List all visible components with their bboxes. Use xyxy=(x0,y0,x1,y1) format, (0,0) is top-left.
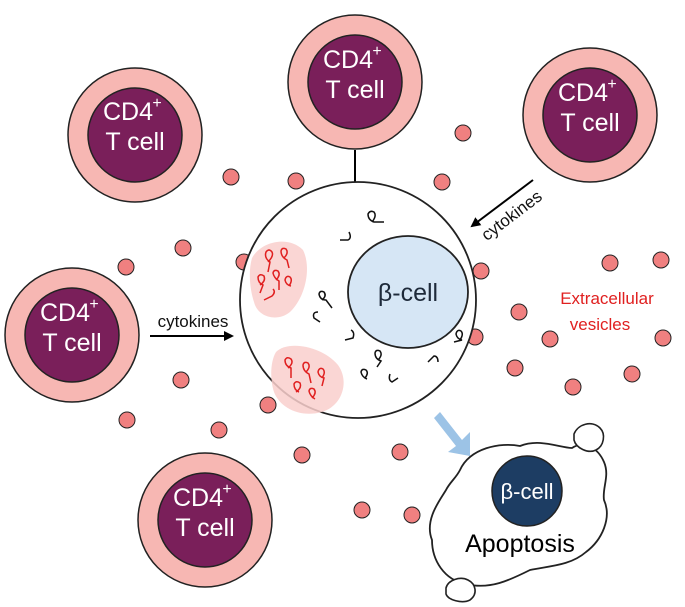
t-cell-label: T cell xyxy=(325,76,384,104)
apoptotic-body-bottom xyxy=(445,577,476,603)
vesicle-dot xyxy=(623,365,641,383)
apoptotic-nucleus xyxy=(491,455,563,527)
apoptotic-beta-label: β-cell xyxy=(501,479,554,504)
vesicle-dot xyxy=(654,329,672,347)
apoptosis-label: Apoptosis xyxy=(465,530,575,558)
vesicle-dot xyxy=(117,258,135,276)
cd4-superscript: + xyxy=(152,95,161,112)
cd4-t-cell-top: CD4 + T cell xyxy=(287,14,423,150)
vesicle-dot xyxy=(210,421,228,439)
vesicle-dot xyxy=(293,446,311,464)
ev-label-line1: Extracellular xyxy=(560,289,654,308)
vesicle-dot xyxy=(118,411,136,429)
vesicle-dot xyxy=(172,371,190,389)
arrow-to-apoptosis xyxy=(434,412,470,456)
cd4-label: CD4 xyxy=(323,46,373,74)
vesicle-dot xyxy=(353,501,371,519)
cd4-superscript: + xyxy=(607,76,616,93)
beta-cell-label: β-cell xyxy=(378,279,438,307)
cd4-t-cell-left: CD4 + T cell xyxy=(4,267,140,403)
vesicle-dot xyxy=(506,359,524,377)
cytokines-label-left: cytokines xyxy=(158,312,229,331)
extracellular-vesicles xyxy=(117,124,672,524)
vesicle-dot xyxy=(391,443,409,461)
beta-cell-central: β-cell xyxy=(239,181,477,419)
cd4-t-cell-bottom: CD4 + T cell xyxy=(137,452,273,588)
apoptotic-beta-cell: β-cell Apoptosis xyxy=(429,442,608,587)
ev-budding-region-lower xyxy=(271,345,344,414)
vesicle-dot xyxy=(287,172,305,190)
cd4-t-cell-top-right: CD4 + T cell xyxy=(522,47,658,183)
t-cell-label: T cell xyxy=(560,109,619,137)
vesicle-dot xyxy=(222,168,240,186)
cd4-t-cell-top-left: CD4 + T cell xyxy=(67,67,203,203)
vesicle-dot xyxy=(403,506,421,524)
vesicle-dot xyxy=(564,378,582,396)
vesicle-dot xyxy=(601,254,619,272)
vesicle-dot xyxy=(259,396,277,414)
cd4-label: CD4 xyxy=(40,299,90,327)
cd4-superscript: + xyxy=(372,43,381,60)
rna-cytoplasm xyxy=(312,210,464,383)
apoptotic-body-top xyxy=(573,422,605,453)
cd4-superscript: + xyxy=(222,481,231,498)
vesicle-dot xyxy=(174,239,192,257)
cd4-label: CD4 xyxy=(558,79,608,107)
beta-cell-nucleus xyxy=(347,235,469,349)
vesicle-dot xyxy=(541,330,559,348)
vesicle-dot xyxy=(433,173,451,191)
rna-cargo-upper xyxy=(257,247,293,301)
cd4-label: CD4 xyxy=(173,484,223,512)
vesicle-dot xyxy=(454,124,472,142)
t-cell-label: T cell xyxy=(175,514,234,542)
vesicle-dot xyxy=(652,251,670,269)
cd4-label: CD4 xyxy=(103,98,153,126)
arrow-top-right-to-beta xyxy=(470,179,534,228)
vesicle-dot xyxy=(510,303,528,321)
ev-budding-region-upper xyxy=(249,241,307,318)
rna-cargo-lower xyxy=(284,356,326,400)
t-cell-label: T cell xyxy=(105,128,164,156)
vesicle-dot xyxy=(472,262,490,280)
ev-label-line2: vesicles xyxy=(570,315,630,334)
t-cell-label: T cell xyxy=(42,329,101,357)
cd4-superscript: + xyxy=(89,296,98,313)
